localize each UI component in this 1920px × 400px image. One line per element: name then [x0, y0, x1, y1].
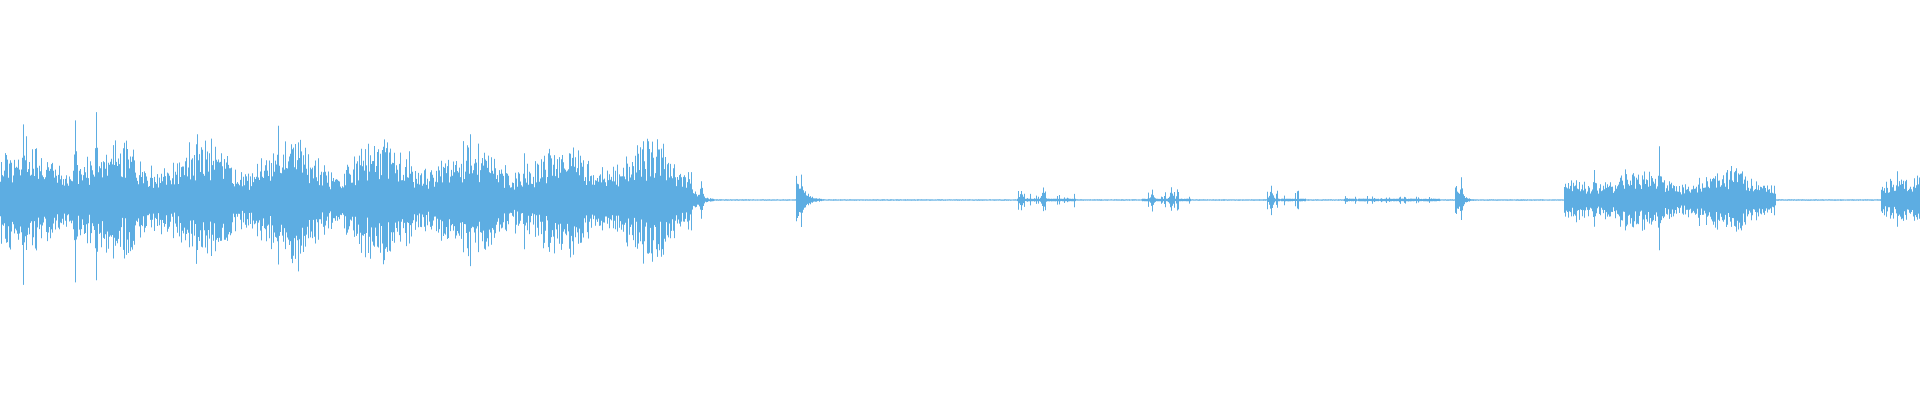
- waveform-trace: [0, 112, 1920, 285]
- waveform-samples: [0, 112, 1920, 285]
